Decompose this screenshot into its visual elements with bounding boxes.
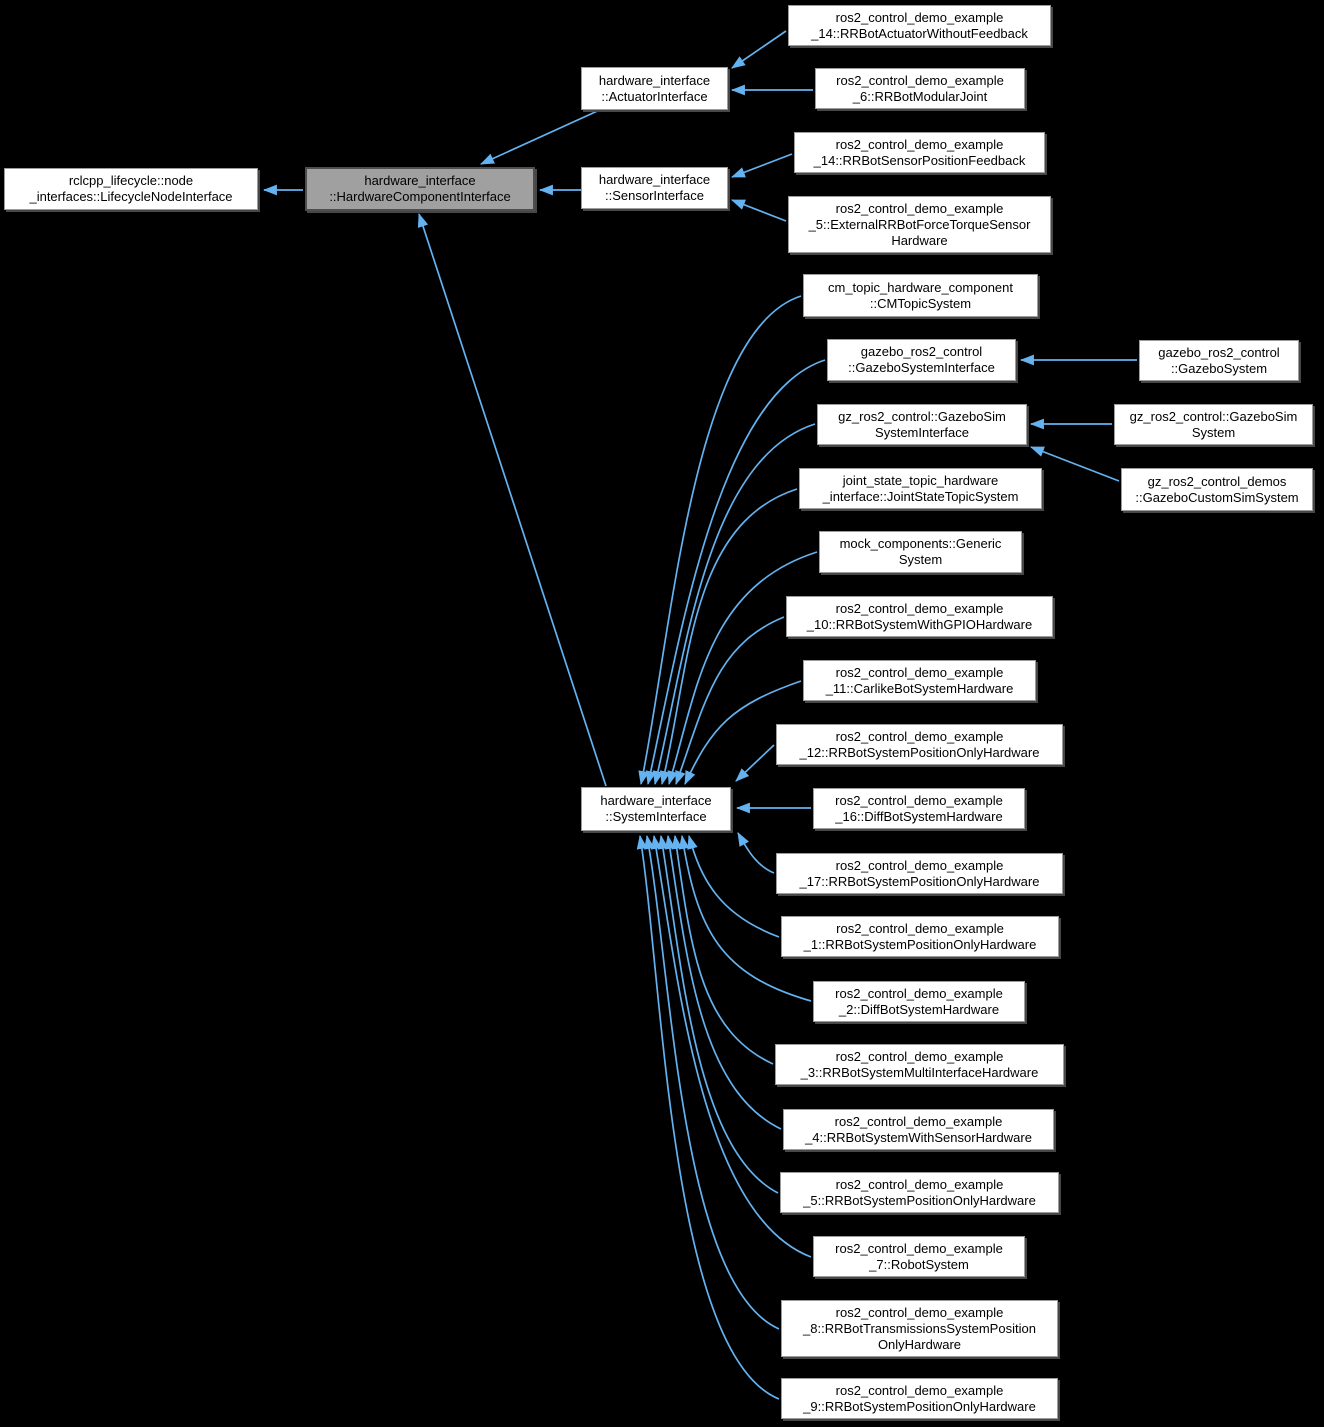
class-label: ros2_control_demo_example _3::RRBotSyste… [800, 1048, 1039, 1080]
class-node-gazebo-custom-sim-system[interactable]: gz_ros2_control_demos ::GazeboCustomSimS… [1121, 468, 1313, 511]
edge-ex12-to-system [735, 744, 775, 782]
class-node-rrbot-actuator-without-feedback[interactable]: ros2_control_demo_example _14::RRBotActu… [788, 5, 1051, 46]
class-node-lifecycle-node-interface[interactable]: rclcpp_lifecycle::node _interfaces::Life… [4, 168, 258, 210]
class-label: joint_state_topic_hardware _interface::J… [822, 472, 1019, 504]
edge-ex10-to-system [675, 616, 785, 786]
class-node-ex4-rrbot-system-with-sensor-hardware[interactable]: ros2_control_demo_example _4::RRBotSyste… [783, 1109, 1054, 1150]
class-label: ros2_control_demo_example _1::RRBotSyste… [803, 920, 1037, 952]
edge-ex3-to-system [671, 834, 774, 1065]
class-label: ros2_control_demo_example _5::ExternalRR… [808, 200, 1031, 248]
class-node-ex17-rrbot-system-position-only-hardware[interactable]: ros2_control_demo_example _17::RRBotSyst… [776, 853, 1063, 894]
class-label: gazebo_ros2_control ::GazeboSystemInterf… [848, 344, 995, 375]
class-label: ros2_control_demo_example _7::RobotSyste… [835, 1240, 1003, 1272]
class-node-gazebo-sim-system[interactable]: gz_ros2_control::GazeboSim System [1114, 404, 1313, 445]
class-label: ros2_control_demo_example _4::RRBotSyste… [805, 1113, 1032, 1145]
class-node-rrbot-system-with-gpio-hardware[interactable]: ros2_control_demo_example _10::RRBotSyst… [786, 596, 1053, 637]
edge-ex4-to-system [664, 834, 782, 1130]
class-label: ros2_control_demo_example _11::CarlikeBo… [825, 664, 1014, 696]
edge-ex5-to-system [657, 834, 779, 1194]
class-label: ros2_control_demo_example _14::RRBotActu… [811, 9, 1028, 41]
class-node-system-interface[interactable]: hardware_interface ::SystemInterface [581, 787, 731, 831]
class-label: ros2_control_demo_example _16::DiffBotSy… [835, 792, 1003, 824]
edge-gzcustom-to-gzsimsi [1029, 446, 1120, 482]
class-node-ex12-rrbot-system-position-only-hardware[interactable]: ros2_control_demo_example _12::RRBotSyst… [776, 724, 1063, 765]
class-label: cm_topic_hardware_component ::CMTopicSys… [828, 279, 1013, 311]
class-node-generic-system[interactable]: mock_components::Generic System [819, 531, 1022, 573]
class-label: mock_components::Generic System [839, 536, 1002, 567]
class-node-external-rrbot-force-torque-sensor-hardware[interactable]: ros2_control_demo_example _5::ExternalRR… [788, 196, 1051, 253]
class-node-rrbot-sensor-position-feedback[interactable]: ros2_control_demo_example _14::RRBotSens… [794, 132, 1045, 173]
class-node-ex1-rrbot-system-position-only-hardware[interactable]: ros2_control_demo_example _1::RRBotSyste… [781, 916, 1059, 957]
edge-ex17-to-system [737, 832, 775, 874]
class-label: ros2_control_demo_example _2::DiffBotSys… [835, 985, 1003, 1017]
edge-ex1-to-system [687, 834, 780, 938]
class-label: ros2_control_demo_example _14::RRBotSens… [813, 136, 1026, 168]
class-node-ex16-diffbot-system-hardware[interactable]: ros2_control_demo_example _16::DiffBotSy… [813, 788, 1025, 829]
class-node-actuator-interface[interactable]: hardware_interface ::ActuatorInterface [581, 67, 728, 110]
class-label: hardware_interface ::HardwareComponentIn… [329, 173, 511, 204]
class-node-sensor-interface[interactable]: hardware_interface ::SensorInterface [581, 167, 728, 209]
class-label: ros2_control_demo_example _6::RRBotModul… [836, 72, 1004, 104]
class-label: ros2_control_demo_example _9::RRBotSyste… [803, 1382, 1036, 1414]
class-label: rclcpp_lifecycle::node _interfaces::Life… [29, 173, 233, 204]
edge-ex8-to-system [643, 834, 780, 1330]
class-node-gazebo-system-interface[interactable]: gazebo_ros2_control ::GazeboSystemInterf… [827, 339, 1016, 381]
class-node-ex3-rrbot-system-multi-interface-hardware[interactable]: ros2_control_demo_example _3::RRBotSyste… [775, 1044, 1064, 1085]
class-node-ex8-rrbot-transmissions-system-position-only-hardware[interactable]: ros2_control_demo_example _8::RRBotTrans… [781, 1300, 1058, 1357]
class-node-ex5-rrbot-system-position-only-hardware[interactable]: ros2_control_demo_example _5::RRBotSyste… [780, 1172, 1059, 1213]
class-node-joint-state-topic-system[interactable]: joint_state_topic_hardware _interface::J… [799, 468, 1042, 509]
class-label: ros2_control_demo_example _17::RRBotSyst… [799, 857, 1040, 889]
class-label: gz_ros2_control_demos ::GazeboCustomSimS… [1135, 473, 1299, 505]
edge-ex14s-to-sensor [730, 153, 793, 178]
class-label: hardware_interface ::ActuatorInterface [598, 72, 711, 104]
class-node-ex9-rrbot-system-position-only-hardware[interactable]: ros2_control_demo_example _9::RRBotSyste… [781, 1378, 1058, 1419]
edge-cm-to-system [638, 295, 802, 786]
class-label: gz_ros2_control::GazeboSim System [1129, 408, 1298, 440]
edge-ex9-to-system [636, 834, 780, 1400]
class-label: gz_ros2_control::GazeboSim SystemInterfa… [838, 408, 1006, 440]
class-label: hardware_interface ::SystemInterface [600, 793, 712, 824]
edge-actuator-to-hci [480, 107, 605, 165]
class-label: gazebo_ros2_control ::GazeboSystem [1158, 344, 1280, 376]
edge-ex14a-to-actuator [731, 30, 787, 69]
class-node-gazebo-sim-system-interface[interactable]: gz_ros2_control::GazeboSim SystemInterfa… [817, 404, 1027, 445]
class-node-ex2-diffbot-system-hardware[interactable]: ros2_control_demo_example _2::DiffBotSys… [813, 981, 1025, 1022]
edge-system-to-hci [417, 212, 607, 787]
class-label: ros2_control_demo_example _12::RRBotSyst… [799, 728, 1040, 760]
class-node-gazebo-system[interactable]: gazebo_ros2_control ::GazeboSystem [1139, 340, 1299, 381]
class-label: hardware_interface ::SensorInterface [598, 172, 711, 203]
class-node-hardware-component-interface: hardware_interface ::HardwareComponentIn… [305, 167, 535, 211]
edge-gzrsi-to-system [645, 359, 826, 786]
class-node-carlikebot-system-hardware[interactable]: ros2_control_demo_example _11::CarlikeBo… [803, 660, 1036, 701]
class-node-ex7-robot-system[interactable]: ros2_control_demo_example _7::RobotSyste… [813, 1236, 1025, 1277]
class-label: ros2_control_demo_example _8::RRBotTrans… [803, 1304, 1036, 1352]
class-node-cm-topic-system[interactable]: cm_topic_hardware_component ::CMTopicSys… [803, 274, 1038, 317]
class-label: ros2_control_demo_example _10::RRBotSyst… [806, 600, 1033, 632]
edge-ex5ft-to-sensor [730, 199, 787, 222]
class-label: ros2_control_demo_example _5::RRBotSyste… [803, 1176, 1036, 1208]
class-node-rrbot-modular-joint[interactable]: ros2_control_demo_example _6::RRBotModul… [815, 68, 1025, 109]
